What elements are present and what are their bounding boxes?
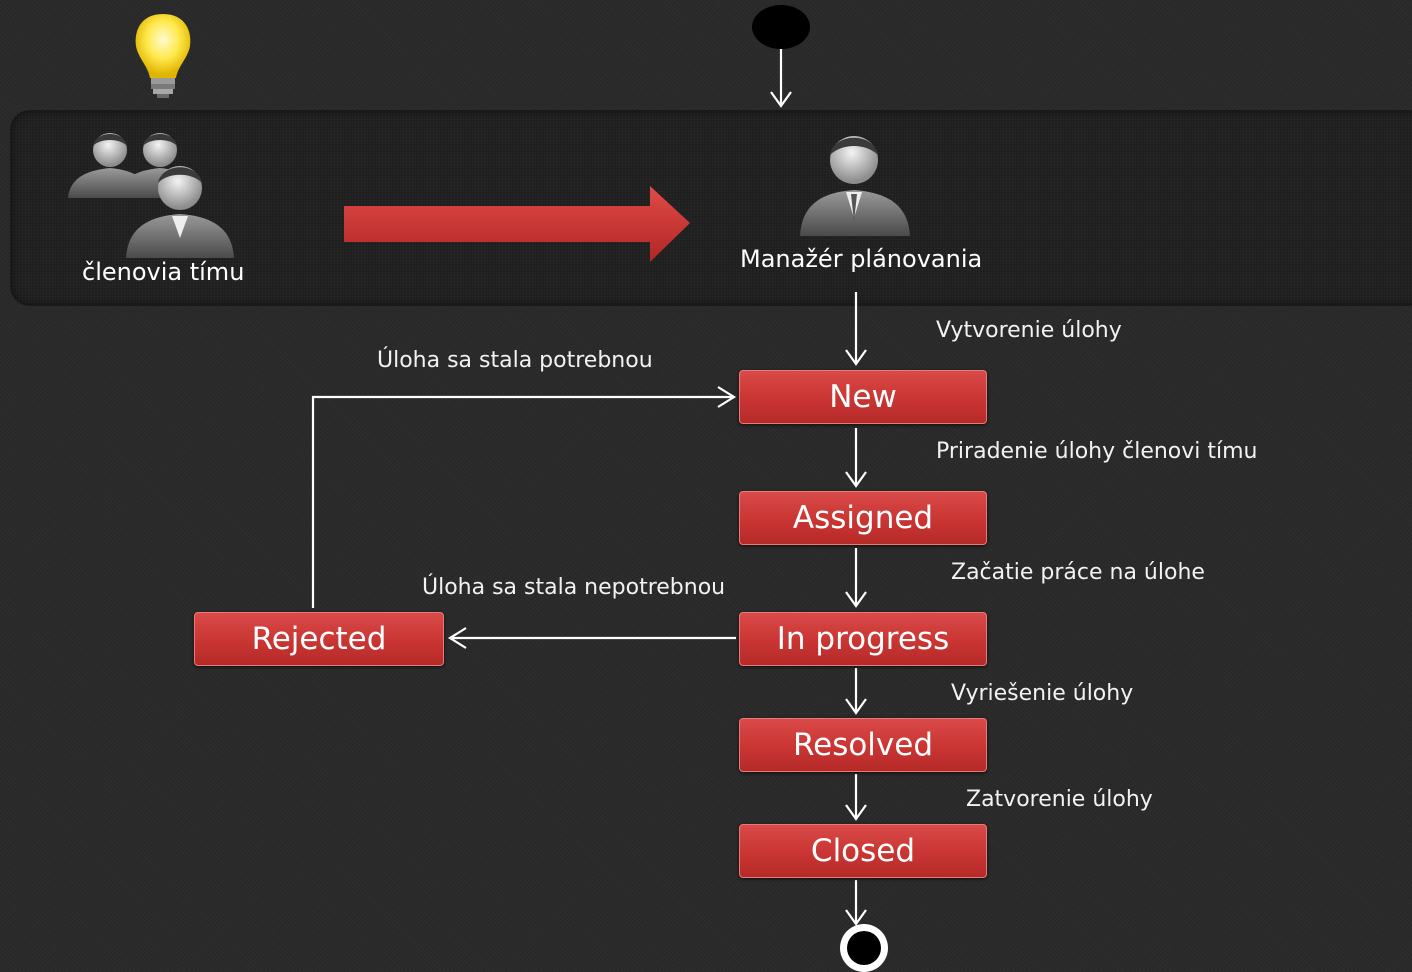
transition-needed-label: Úloha sa stala potrebnou <box>377 348 653 373</box>
transition-unneeded-label: Úloha sa stala nepotrebnou <box>422 575 726 600</box>
team-members-label: členovia tímu <box>82 258 245 286</box>
transition-resolve-label: Vyriešenie úlohy <box>951 681 1134 706</box>
state-in-progress: In progress <box>739 612 987 666</box>
state-rejected: Rejected <box>194 612 444 666</box>
transition-close-label: Zatvorenie úlohy <box>966 787 1153 812</box>
team-users-icon <box>68 133 234 258</box>
actor-swimlane <box>10 110 1412 306</box>
flow-arrow <box>344 186 690 262</box>
lightbulb-icon <box>135 14 191 98</box>
state-closed: Closed <box>739 824 987 878</box>
state-new: New <box>739 370 987 424</box>
manager-user-icon <box>800 136 910 236</box>
state-assigned: Assigned <box>739 491 987 545</box>
planning-manager-label: Manažér plánovania <box>740 245 983 273</box>
transition-create-label: Vytvorenie úlohy <box>936 318 1122 343</box>
transition-start-label: Začatie práce na úlohe <box>951 560 1205 585</box>
state-resolved: Resolved <box>739 718 987 772</box>
final-node <box>840 924 888 972</box>
transition-assign-label: Priradenie úlohy členovi tímu <box>936 439 1258 464</box>
initial-node <box>752 5 810 49</box>
